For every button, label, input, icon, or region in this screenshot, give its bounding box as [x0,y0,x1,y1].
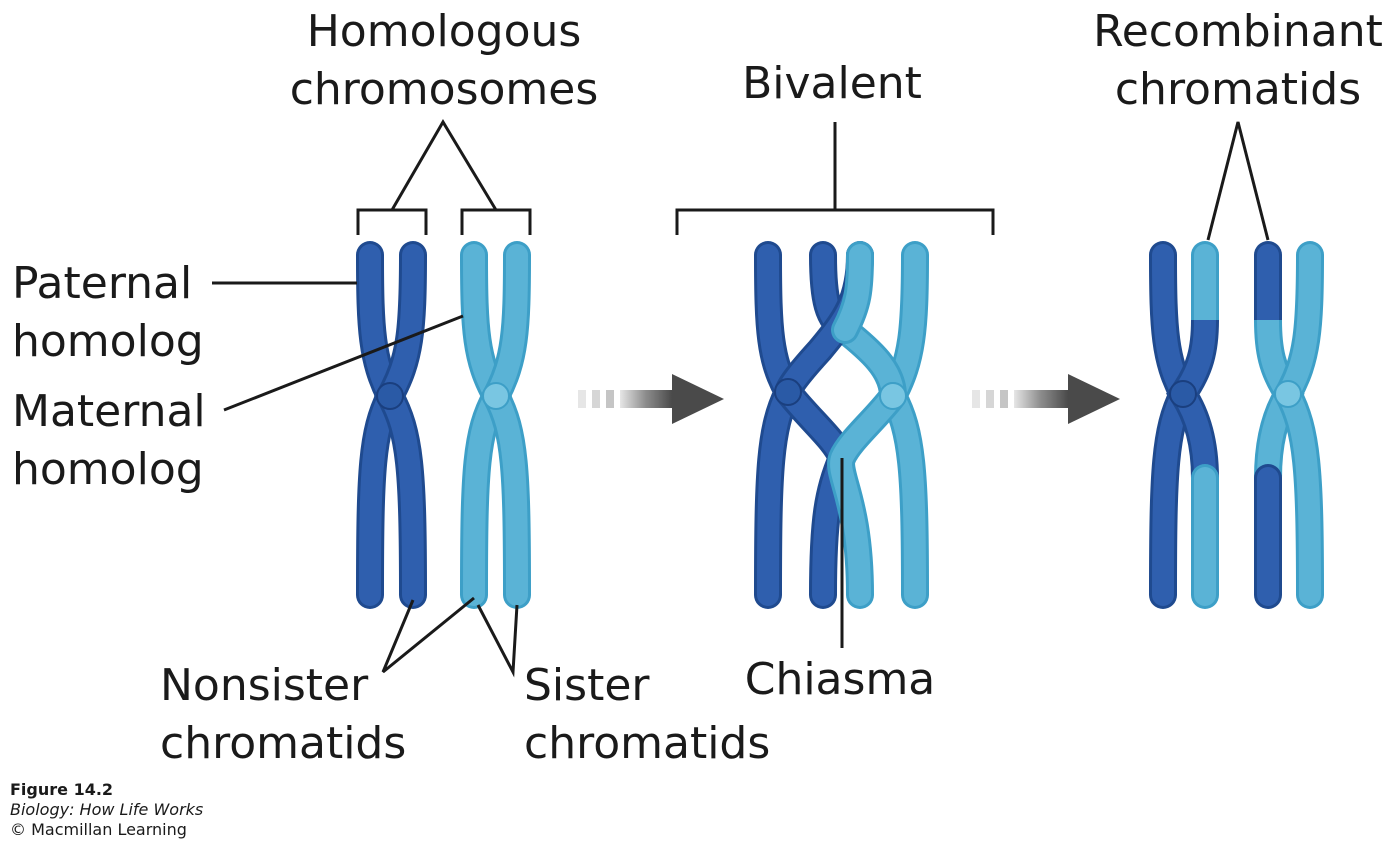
sister-leader [476,604,519,678]
recombinant-label: Recombinant [1093,6,1383,57]
homologous-title: Homologous [307,6,582,57]
maternal-bracket [460,208,532,235]
sister-label: chromatids [524,718,770,769]
centromere-icon [1169,380,1197,408]
centromere-icon [1274,380,1302,408]
homologous-title: chromosomes [290,64,599,115]
paternal-bracket [356,208,428,235]
centromere-icon [774,378,802,406]
maternal-leader [223,314,464,412]
figure-caption: Figure 14.2 Biology: How Life Works © Ma… [10,780,203,839]
chiasma-label: Chiasma [745,654,936,705]
maternal-chromosome-icon [460,241,531,609]
copyright: © Macmillan Learning [10,820,187,839]
process-arrow-icon [972,374,1120,424]
centromere-icon [879,382,907,410]
paternal-label: Paternal [12,258,192,309]
recombinant-leader [1206,121,1270,241]
nonsister-label: chromatids [160,718,406,769]
paternal-label: homolog [12,316,204,367]
recombinant-label: chromatids [1115,64,1361,115]
nonsister-leader [381,596,475,674]
bivalent-label: Bivalent [742,58,922,109]
sister-label: Sister [524,660,650,711]
centromere-icon [482,382,510,410]
bivalent-bracket [675,208,995,235]
maternal-label: Maternal [12,386,206,437]
figure-number: Figure 14.2 [10,780,113,799]
process-arrow-icon [578,374,724,424]
panel-recombinant: Recombinant chromatids [1093,6,1383,609]
maternal-label: homolog [12,444,204,495]
paternal-chromosome-icon [356,241,427,609]
centromere-icon [376,382,404,410]
panel-homologous: Homologous chromosomes Paternal homolog … [12,6,770,769]
nonsister-label: Nonsister [160,660,369,711]
homologous-leader [390,119,498,211]
book-title: Biology: How Life Works [10,800,203,819]
panel-bivalent: Bivalent Chiasma [675,58,995,705]
